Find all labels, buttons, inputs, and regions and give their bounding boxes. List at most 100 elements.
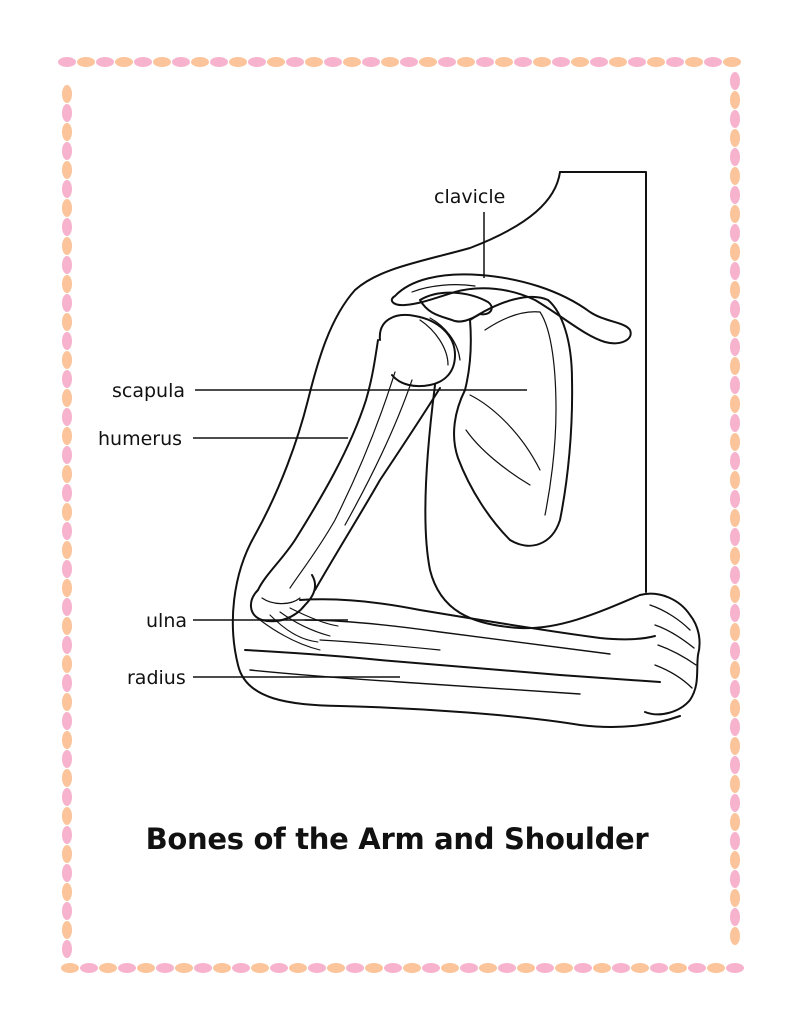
border-dot — [730, 813, 740, 831]
border-dot — [536, 963, 554, 973]
border-dot — [99, 963, 117, 973]
border-dot — [730, 851, 740, 869]
border-dot — [730, 243, 740, 261]
border-dot — [62, 617, 72, 635]
border-dot — [62, 275, 72, 293]
border-dot — [62, 427, 72, 445]
radius-bone — [244, 649, 661, 683]
border-dot — [62, 484, 72, 502]
border-dot — [62, 142, 72, 160]
border-dot — [730, 91, 740, 109]
border-dot — [62, 598, 72, 616]
border-dot — [457, 57, 475, 67]
page-title: Bones of the Arm and Shoulder — [145, 822, 649, 856]
border-dot — [62, 579, 72, 597]
border-dot — [346, 963, 364, 973]
border-dot — [730, 566, 740, 584]
border-dot — [730, 395, 740, 413]
border-dot — [115, 57, 133, 67]
elbow-ligaments — [259, 607, 339, 651]
border-dot — [153, 57, 171, 67]
border-dot — [730, 414, 740, 432]
border-dot — [232, 963, 250, 973]
border-dot — [723, 57, 741, 67]
border-dot — [730, 300, 740, 318]
border-dot — [381, 57, 399, 67]
border-dot — [62, 313, 72, 331]
border-dot — [498, 963, 516, 973]
border-dot — [62, 294, 72, 312]
border-dot — [730, 262, 740, 280]
border-dot — [62, 180, 72, 198]
border-dot — [422, 963, 440, 973]
border-dot — [137, 963, 155, 973]
border-dot — [460, 963, 478, 973]
border-dot — [327, 963, 345, 973]
border-dot — [362, 57, 380, 67]
border-dot — [62, 712, 72, 730]
border-dot — [730, 870, 740, 888]
border-dot — [62, 636, 72, 654]
border-dot — [726, 963, 744, 973]
border-dot — [62, 522, 72, 540]
border-dot — [688, 963, 706, 973]
border-dot — [305, 57, 323, 67]
border-dot — [62, 104, 72, 122]
border-dot — [730, 205, 740, 223]
border-dot — [62, 788, 72, 806]
border-dot — [267, 57, 285, 67]
inner-arm-line — [424, 384, 641, 630]
border-dot — [251, 963, 269, 973]
border-dot — [62, 408, 72, 426]
border-dot — [62, 883, 72, 901]
border-dot — [730, 927, 740, 945]
border-dot — [704, 57, 722, 67]
border-dot — [631, 963, 649, 973]
border-dot — [62, 750, 72, 768]
border-dot — [730, 433, 740, 451]
border-dot — [730, 737, 740, 755]
border-dot — [669, 963, 687, 973]
border-dot — [730, 129, 740, 147]
border-dot — [730, 794, 740, 812]
border-dot — [730, 680, 740, 698]
border-dot — [62, 921, 72, 939]
border-dot — [730, 661, 740, 679]
border-dot — [62, 351, 72, 369]
border-dot — [419, 57, 437, 67]
border-dot — [590, 57, 608, 67]
border-dot — [730, 72, 740, 90]
border-dot — [62, 940, 72, 958]
humerus-bone — [257, 339, 379, 591]
label-ulna: ulna — [146, 610, 187, 632]
border-dot — [118, 963, 136, 973]
humeral-head — [378, 314, 456, 388]
border-dot — [730, 357, 740, 375]
border-dot — [62, 560, 72, 578]
border-dot — [730, 110, 740, 128]
border-dot — [62, 218, 72, 236]
border-dot — [62, 161, 72, 179]
border-dot — [730, 832, 740, 850]
border-dot — [62, 769, 72, 787]
border-dot — [62, 807, 72, 825]
border-dot — [308, 963, 326, 973]
border-dot — [479, 963, 497, 973]
border-dot — [62, 199, 72, 217]
border-dot — [194, 963, 212, 973]
border-dot — [191, 57, 209, 67]
border-dot — [730, 528, 740, 546]
border-dot — [96, 57, 114, 67]
border-dot — [343, 57, 361, 67]
border-dot — [730, 718, 740, 736]
border-dot — [571, 57, 589, 67]
label-scapula: scapula — [112, 380, 185, 402]
border-dot — [730, 585, 740, 603]
border-dot — [62, 237, 72, 255]
border-dot — [62, 389, 72, 407]
label-clavicle: clavicle — [434, 186, 505, 208]
border-dot — [730, 509, 740, 527]
border-dot — [62, 465, 72, 483]
border-dot — [730, 281, 740, 299]
border-dot — [175, 963, 193, 973]
